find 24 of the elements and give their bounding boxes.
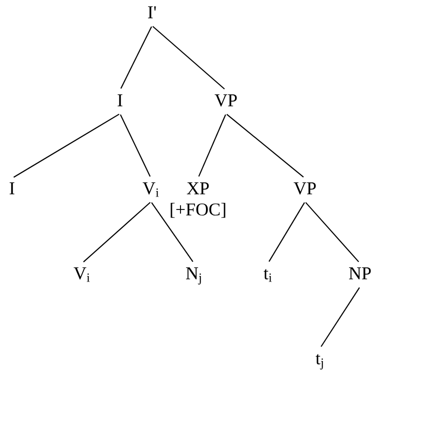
node-label: t$_{j}$ — [316, 354, 323, 370]
node-label: V$_{i}$ — [74, 267, 90, 282]
node-label: N$_{j}$ — [186, 267, 201, 284]
node-label: I — [10, 182, 14, 194]
branch-line — [305, 202, 360, 262]
branch-line — [152, 26, 225, 90]
branch-line — [120, 114, 151, 177]
node-label: VP — [294, 182, 316, 194]
branch-line — [13, 114, 120, 178]
node-label: NP — [349, 267, 371, 280]
node-label: V$_{i}$ — [142, 182, 159, 197]
feature-label: [+FOC] — [170, 202, 226, 218]
node-label: I — [118, 94, 122, 106]
branch-line — [320, 287, 360, 347]
node-label: VP — [214, 94, 237, 106]
branch-line — [151, 202, 194, 262]
node-label: t$_{i}$ — [264, 269, 272, 282]
branch-line — [198, 114, 226, 177]
branch-line — [120, 26, 152, 89]
node-label: I' — [148, 6, 156, 18]
branch-line — [226, 114, 304, 178]
branch-line — [83, 202, 151, 262]
branch-line — [268, 202, 305, 262]
node-label: XP — [186, 182, 209, 194]
